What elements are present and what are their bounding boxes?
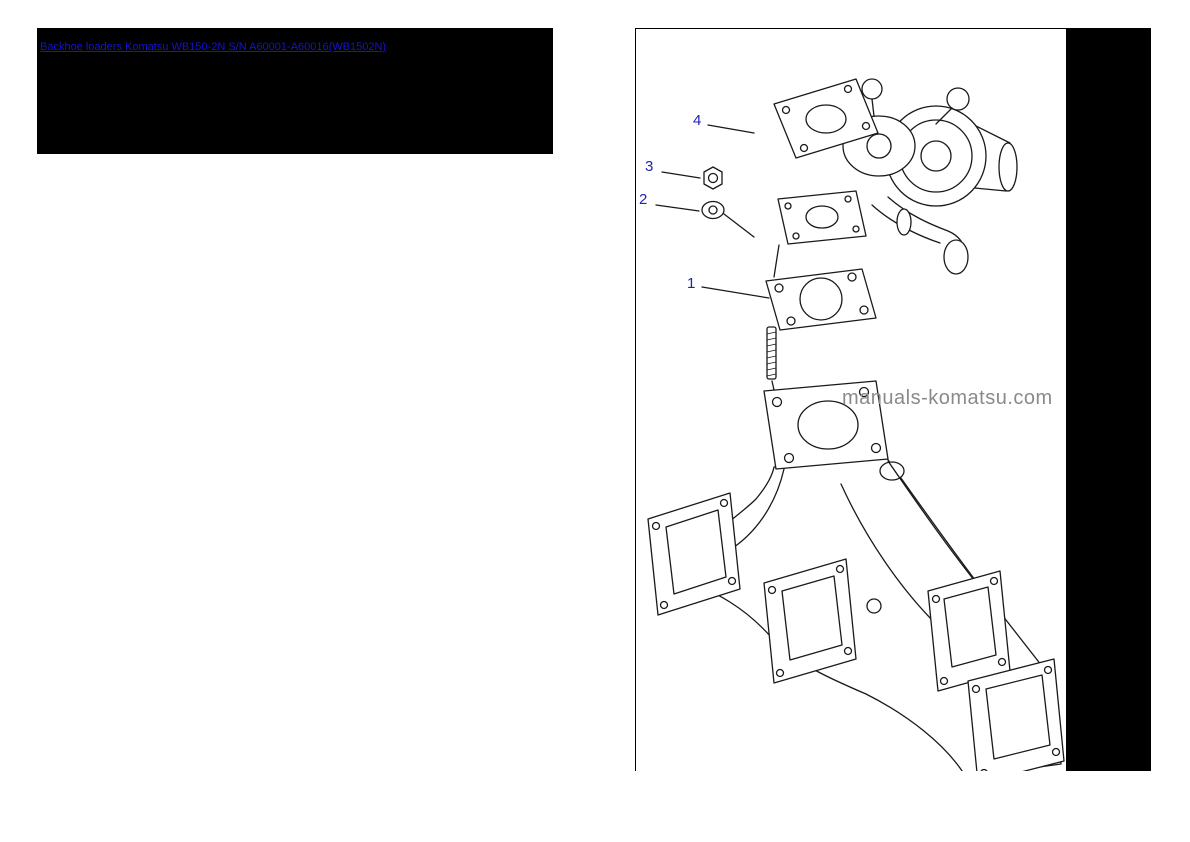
right-black-panel: [1066, 29, 1151, 771]
callout-1[interactable]: 1: [687, 275, 696, 292]
document-link[interactable]: Backhoe loaders Komatsu WB150-2N S/N A60…: [40, 41, 387, 53]
callout-4[interactable]: 4: [693, 112, 702, 129]
turbocharger-drawing: [773, 78, 1018, 275]
header-black-panel: [37, 28, 553, 154]
watermark-text: manuals-komatsu.com: [842, 387, 1053, 409]
callout-2[interactable]: 2: [639, 191, 648, 208]
manifold-drawing: [647, 380, 1065, 771]
nut-drawing: [703, 166, 723, 190]
callout-3[interactable]: 3: [645, 158, 654, 175]
washer-drawing: [701, 200, 725, 220]
exploded-view-drawing: [647, 78, 1065, 771]
gasket-drawing: [765, 268, 877, 331]
leader-lines: [655, 124, 770, 299]
parts-diagram-panel: 4 3 2 1 manuals-komatsu.com: [635, 28, 1151, 771]
stud-drawing: [766, 326, 777, 380]
